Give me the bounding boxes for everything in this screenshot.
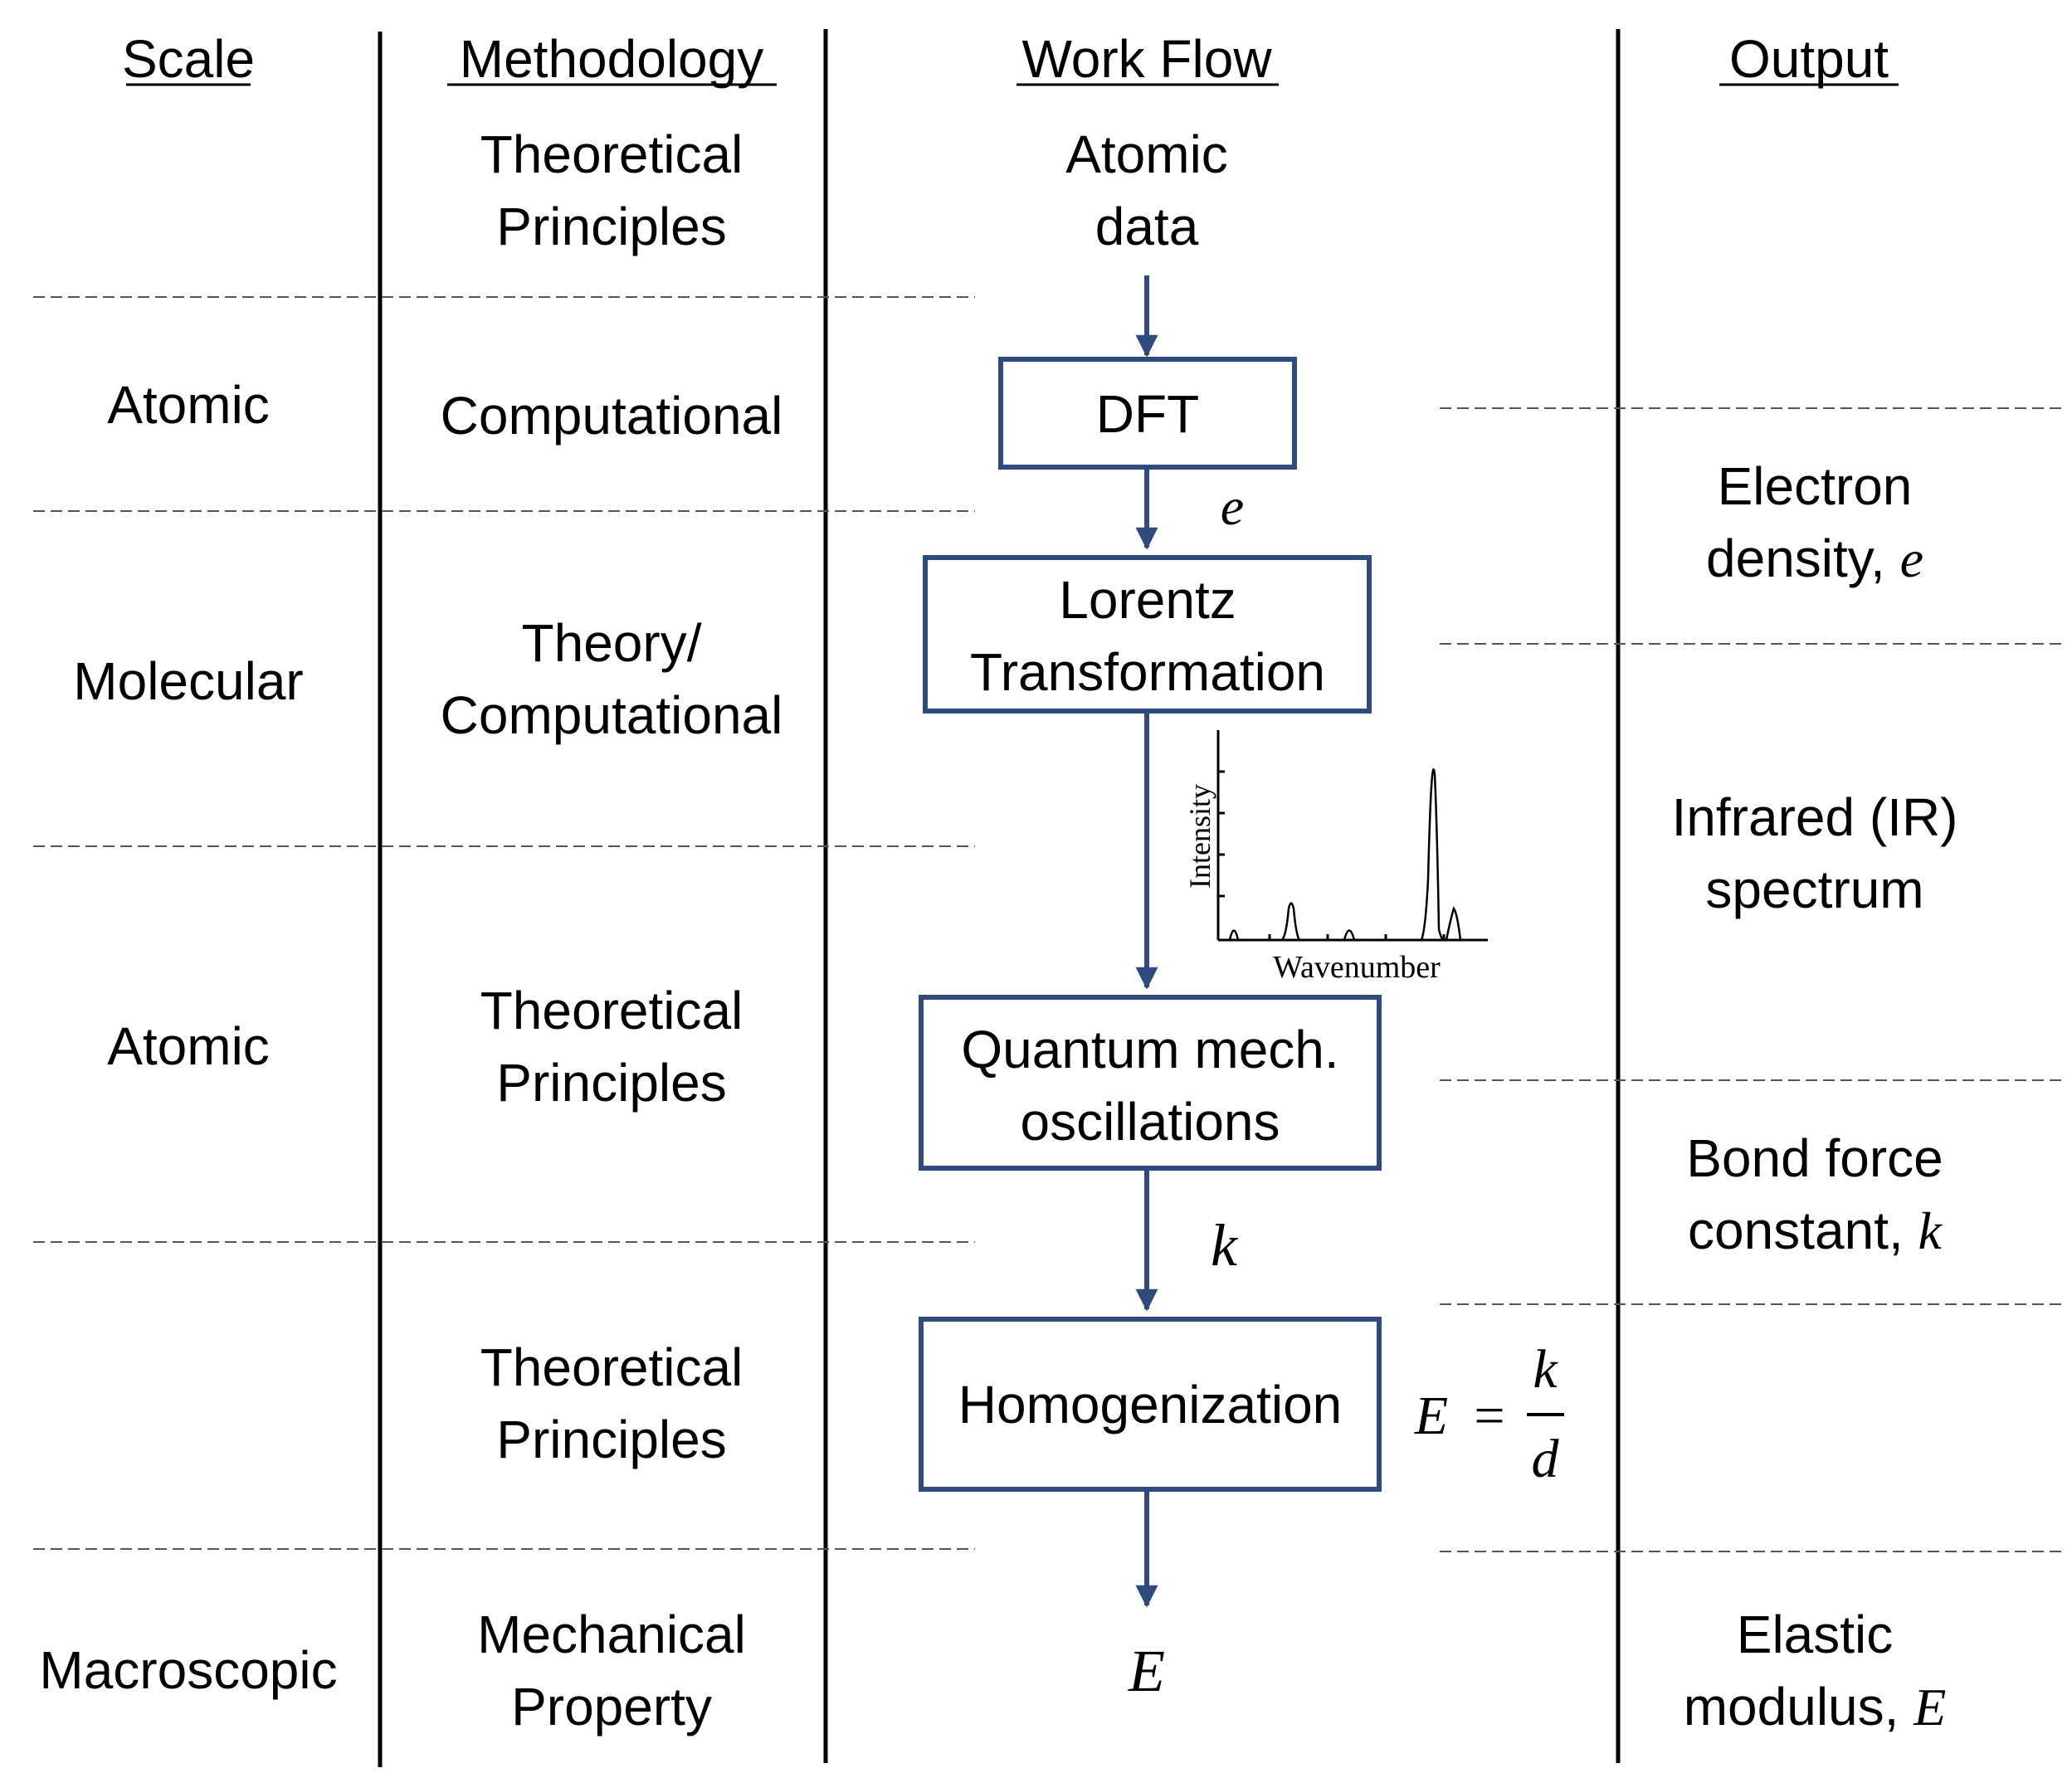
scale-macroscopic: Macroscopic xyxy=(39,1640,337,1700)
box-quantum xyxy=(919,995,1382,1171)
scale-atomic-1: Atomic xyxy=(107,375,270,435)
methodology-4-line-2: Principles xyxy=(496,1053,726,1113)
box-quantum-line-2: oscillations xyxy=(1020,1092,1280,1152)
methodology-2-line-1: Computational xyxy=(441,386,783,446)
output-4-line-2-text: modulus, xyxy=(1684,1677,1914,1736)
workflow-column: Atomic data DFT e Lorentz Transformation… xyxy=(919,124,1564,1704)
methodology-6-line-1: Mechanical xyxy=(477,1605,746,1664)
symbol-k: k xyxy=(1211,1212,1239,1279)
final-output-E: E xyxy=(1128,1638,1165,1704)
spectrum-y-ticks xyxy=(1218,770,1225,898)
output-3-line-2: constant, k xyxy=(1688,1201,1943,1260)
methodology-6-line-2: Property xyxy=(511,1677,712,1736)
ir-spectrum-inset: Intensity Wavenumber xyxy=(1183,730,1488,985)
workflow-start-line-2: data xyxy=(1095,197,1199,256)
output-1-symbol: e xyxy=(1900,529,1923,588)
header-methodology: Methodology xyxy=(460,29,763,89)
output-4-symbol: E xyxy=(1913,1678,1946,1736)
scale-atomic-2: Atomic xyxy=(107,1016,270,1076)
column-headers: Scale Methodology Work Flow Output xyxy=(122,29,1899,89)
symbol-e: e xyxy=(1221,477,1244,536)
output-column: Electron density, e Infrared (IR) spectr… xyxy=(1672,456,1958,1736)
output-2-line-1: Infrared (IR) xyxy=(1672,787,1958,847)
header-scale: Scale xyxy=(122,29,255,89)
output-1-line-2-text: density, xyxy=(1706,528,1900,588)
methodology-column: Theoretical Principles Computational The… xyxy=(441,124,783,1736)
left-row-separators xyxy=(33,296,975,1550)
scale-column: Atomic Molecular Atomic Macroscopic xyxy=(39,375,337,1700)
methodology-5-line-2: Principles xyxy=(496,1410,726,1469)
methodology-1-line-1: Theoretical xyxy=(480,124,743,184)
scale-molecular: Molecular xyxy=(73,651,303,711)
methodology-5-line-1: Theoretical xyxy=(480,1337,743,1397)
header-workflow: Work Flow xyxy=(1021,29,1272,89)
output-4-line-2: modulus, E xyxy=(1684,1677,1947,1736)
box-lorentz-line-1: Lorentz xyxy=(1059,570,1236,630)
methodology-4-line-1: Theoretical xyxy=(480,981,743,1040)
output-3-symbol: k xyxy=(1918,1201,1943,1260)
methodology-1-line-2: Principles xyxy=(496,197,726,256)
output-1-line-1: Electron xyxy=(1718,456,1913,516)
box-lorentz xyxy=(923,555,1372,714)
methodology-3-line-2: Computational xyxy=(441,685,783,745)
spectrum-xlabel: Wavenumber xyxy=(1273,950,1441,985)
equation-numerator: k xyxy=(1533,1339,1558,1400)
box-lorentz-line-2: Transformation xyxy=(970,642,1325,702)
equation-e-equals-k-over-d: E = k d xyxy=(1414,1339,1564,1489)
equation-lhs: E xyxy=(1414,1386,1448,1446)
output-1-line-2: density, e xyxy=(1706,528,1923,588)
equation-equals: = xyxy=(1474,1386,1504,1446)
equation-denominator: d xyxy=(1532,1429,1560,1489)
box-homogenization-label: Homogenization xyxy=(958,1375,1343,1434)
box-quantum-line-1: Quantum mech. xyxy=(961,1020,1338,1079)
output-3-line-2-text: constant, xyxy=(1688,1201,1918,1260)
box-dft xyxy=(998,357,1297,470)
methodology-3-line-1: Theory/ xyxy=(522,613,702,673)
box-homogenization xyxy=(919,1317,1382,1492)
spectrum-ylabel: Intensity xyxy=(1183,784,1216,889)
output-4-line-1: Elastic xyxy=(1737,1605,1894,1664)
spectrum-curve xyxy=(1221,768,1477,942)
workflow-start-line-1: Atomic xyxy=(1065,124,1228,184)
output-2-line-2: spectrum xyxy=(1705,860,1923,919)
output-3-line-1: Bond force xyxy=(1686,1128,1943,1188)
header-output: Output xyxy=(1729,29,1889,89)
box-dft-label: DFT xyxy=(1096,384,1199,444)
